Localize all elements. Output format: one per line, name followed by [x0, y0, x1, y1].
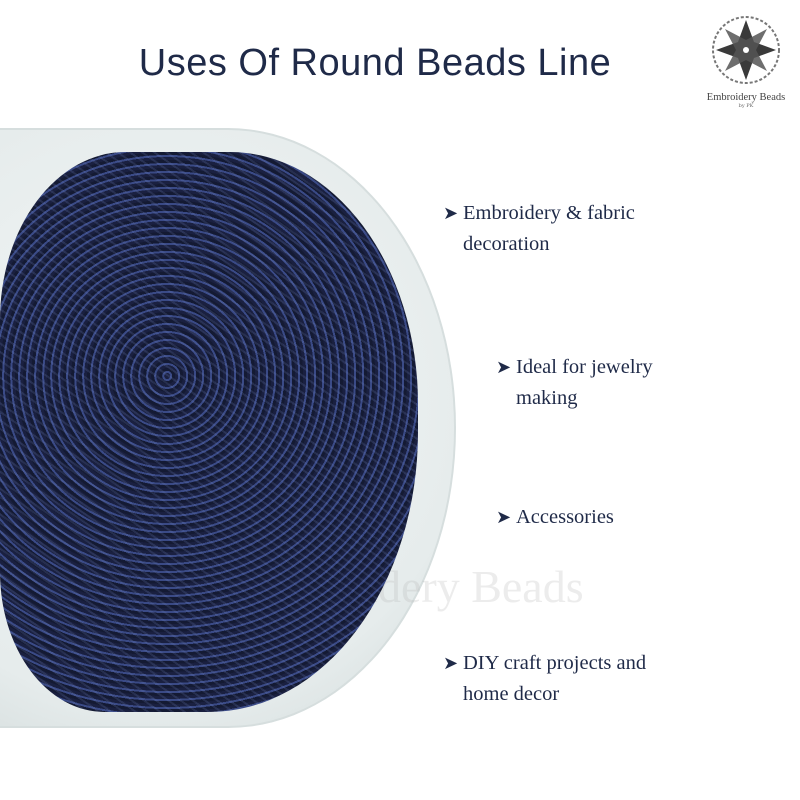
star-logo-icon — [712, 16, 780, 84]
page-title: Uses Of Round Beads Line — [138, 42, 612, 84]
arrow-icon: ➤ — [443, 653, 459, 673]
logo-sub: by PK — [738, 103, 754, 109]
arrow-icon: ➤ — [496, 357, 512, 377]
arrow-icon: ➤ — [496, 507, 512, 527]
blue-beads-image — [0, 152, 418, 712]
use-item-accessories: ➤Accessories — [496, 502, 614, 533]
logo-name: Embroidery Beads — [706, 92, 786, 103]
arrow-icon: ➤ — [443, 203, 459, 223]
brand-logo: Embroidery Beads by PK — [696, 14, 796, 109]
